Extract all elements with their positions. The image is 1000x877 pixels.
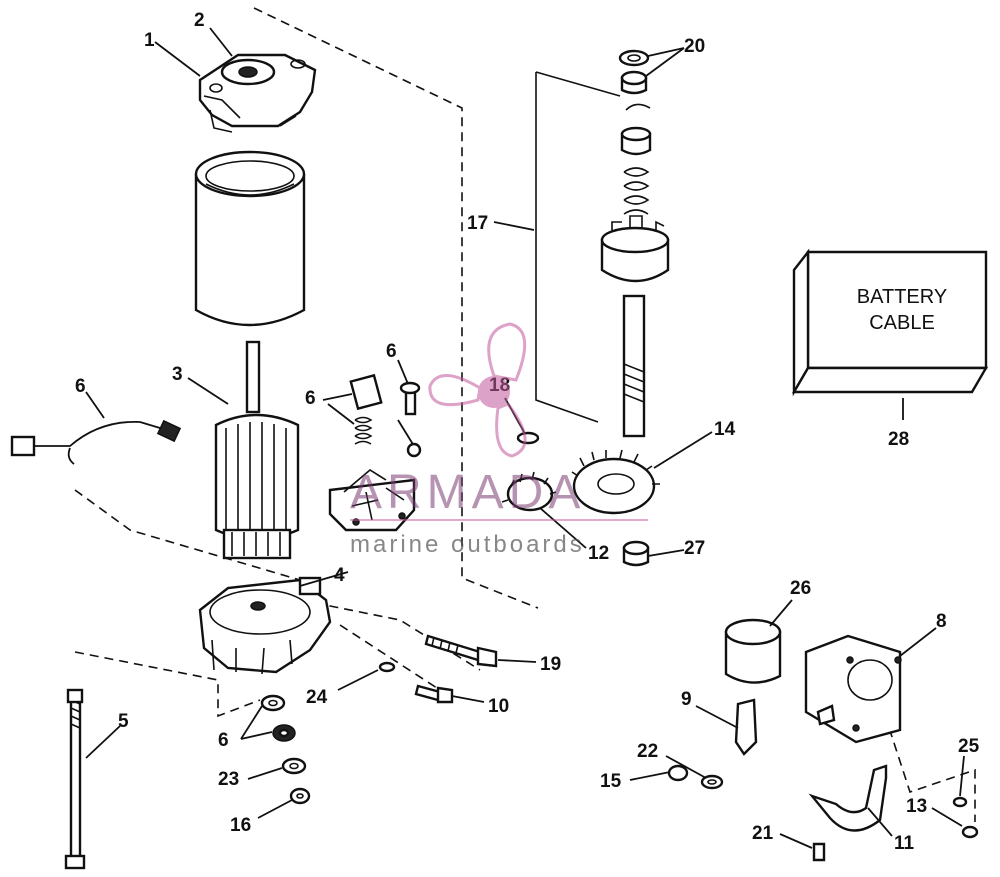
label-14: 14 (714, 419, 736, 440)
label-21: 21 (752, 823, 774, 844)
brush-lead-wire (10, 419, 182, 465)
label-24: 24 (306, 687, 328, 708)
label-28: 28 (888, 429, 909, 450)
label-2: 2 (194, 10, 205, 31)
bolt-19 (424, 634, 498, 668)
label-8: 8 (936, 611, 947, 632)
frame-housing (194, 150, 306, 327)
watermark: ARMADA marine outboards (350, 322, 648, 558)
propeller-logo-icon (428, 322, 527, 458)
label-19: 19 (540, 654, 561, 675)
label-5: 5 (118, 711, 129, 732)
label-12: 12 (588, 543, 609, 564)
label-6-screw: 6 (386, 341, 397, 362)
drive-end-housing (198, 576, 332, 675)
label-6-spring: 6 (305, 388, 316, 409)
watermark-tagline: marine outboards (350, 531, 585, 558)
small-hardware (667, 764, 979, 862)
label-27: 27 (684, 538, 705, 559)
label-1: 1 (144, 30, 155, 51)
label-9: 9 (681, 689, 692, 710)
label-11: 11 (894, 833, 915, 854)
armature (214, 340, 300, 560)
label-6-lead: 6 (75, 376, 86, 397)
label-3: 3 (172, 364, 183, 385)
label-4: 4 (334, 565, 345, 586)
washers-and-nuts (260, 661, 396, 805)
part-number-labels: 1 2 3 4 5 6 6 6 6 8 9 10 11 12 13 14 15 … (75, 10, 980, 854)
bolt-10 (414, 684, 454, 704)
brush-spring-screw (349, 373, 422, 458)
leader-lines (85, 27, 965, 849)
brush-plate (328, 469, 416, 532)
through-bolt (64, 688, 86, 870)
battery-box-line-2: CABLE (869, 312, 935, 334)
label-6-washer: 6 (218, 730, 229, 751)
label-20: 20 (684, 36, 705, 57)
drive-shaft-assembly (535, 49, 670, 438)
label-17: 17 (467, 213, 488, 234)
solenoid-assembly (724, 618, 902, 832)
label-10: 10 (488, 696, 509, 717)
commutator-end-cap (198, 53, 317, 133)
alignment-guides (74, 7, 976, 822)
label-16: 16 (230, 815, 251, 836)
label-25: 25 (958, 736, 980, 757)
label-22: 22 (637, 741, 658, 762)
battery-cable-box: BATTERY CABLE (791, 248, 989, 397)
watermark-brand: ARMADA (350, 466, 585, 519)
label-26: 26 (790, 578, 811, 599)
gears-and-bushing (501, 431, 660, 567)
battery-box-line-1: BATTERY (857, 286, 947, 308)
label-23: 23 (218, 769, 239, 790)
label-15: 15 (600, 771, 622, 792)
label-13: 13 (906, 796, 927, 817)
